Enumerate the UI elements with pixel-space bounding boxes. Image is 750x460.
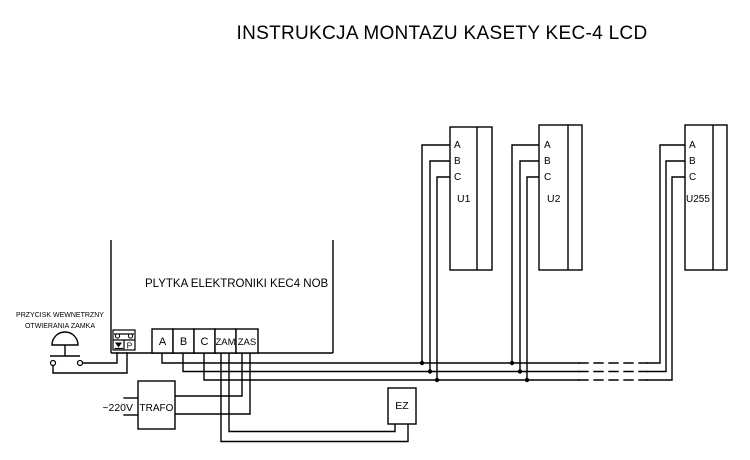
pcb-label: PLYTKA ELEKTRONIKI KEC4 NOB <box>145 278 329 290</box>
junction-dot <box>509 360 515 366</box>
lock-wires <box>220 352 409 443</box>
p-contact-right <box>127 333 134 339</box>
unit-u1-tap-wires <box>421 144 451 381</box>
unit-u255-label: U255 <box>686 194 710 205</box>
button-dome-icon <box>51 331 79 346</box>
bus-wire-c <box>203 176 686 381</box>
unit-u1-box <box>449 126 493 271</box>
pcb-terminal-block: A B C ZAM ZAS <box>151 328 259 354</box>
p-connector: P <box>112 329 136 351</box>
junction-dots <box>419 360 530 383</box>
mains-voltage-label: ~220V <box>102 402 133 414</box>
trafo-box <box>137 380 176 430</box>
door-release-button <box>49 331 84 367</box>
unit-u1: A B C U1 <box>449 126 493 271</box>
unit-u2: A B C U2 <box>538 124 583 271</box>
button-note-line1: PRZYCISK WEWNETRZNY <box>16 312 104 319</box>
ez-box <box>387 387 417 425</box>
unit-u1-terminal-c: C <box>454 172 461 183</box>
unit-u2-terminal-b: B <box>544 156 551 167</box>
trafo-label: TRAFO <box>140 403 174 414</box>
unit-u1-terminal-a: A <box>454 140 461 151</box>
button-wires <box>52 352 128 374</box>
terminal-a-label: A <box>159 336 167 348</box>
arrow-down-icon <box>115 342 122 348</box>
unit-u2-tap-wires <box>511 144 540 381</box>
unit-u2-terminal-a: A <box>544 140 551 151</box>
unit-u255-terminal-a: A <box>689 140 696 151</box>
unit-u255-box <box>684 124 728 271</box>
bus-wire-b <box>182 160 686 373</box>
trafo-output-wires <box>174 352 251 415</box>
unit-u255-terminal-c: C <box>689 172 696 183</box>
p-contact-left <box>114 333 121 339</box>
p-connector-label: P <box>127 341 133 351</box>
unit-u2-label: U2 <box>547 193 561 205</box>
unit-u255: A B C U255 <box>684 124 728 271</box>
unit-u2-box <box>538 124 583 271</box>
diagram-title: INSTRUKCJA MONTAZU KASETY KEC-4 LCD <box>237 23 648 44</box>
ez-label: EZ <box>395 400 409 412</box>
terminal-zam-label: ZAM <box>215 337 235 348</box>
electric-lock: EZ <box>387 387 417 425</box>
unit-u1-terminal-b: B <box>454 156 461 167</box>
mains-input-stubs <box>123 397 139 416</box>
unit-u2-terminal-c: C <box>544 172 551 183</box>
button-note-line2: OTWIERANIA ZAMKA <box>25 323 95 330</box>
terminal-zas-label: ZAS <box>238 337 256 348</box>
junction-dot <box>419 360 425 366</box>
terminal-b-label: B <box>180 336 187 348</box>
button-contact-left <box>49 359 57 367</box>
unit-u1-label: U1 <box>457 193 471 205</box>
junction-dot <box>427 369 433 374</box>
junction-dot <box>517 369 523 374</box>
junction-dot <box>524 377 530 383</box>
button-contact-right <box>76 359 84 367</box>
terminal-zas-box <box>235 328 259 354</box>
junction-dot <box>434 377 440 383</box>
terminal-c-label: C <box>201 336 209 348</box>
transformer: TRAFO <box>137 380 176 430</box>
unit-u255-terminal-b: B <box>689 156 696 167</box>
bus-wire-a <box>161 144 686 364</box>
